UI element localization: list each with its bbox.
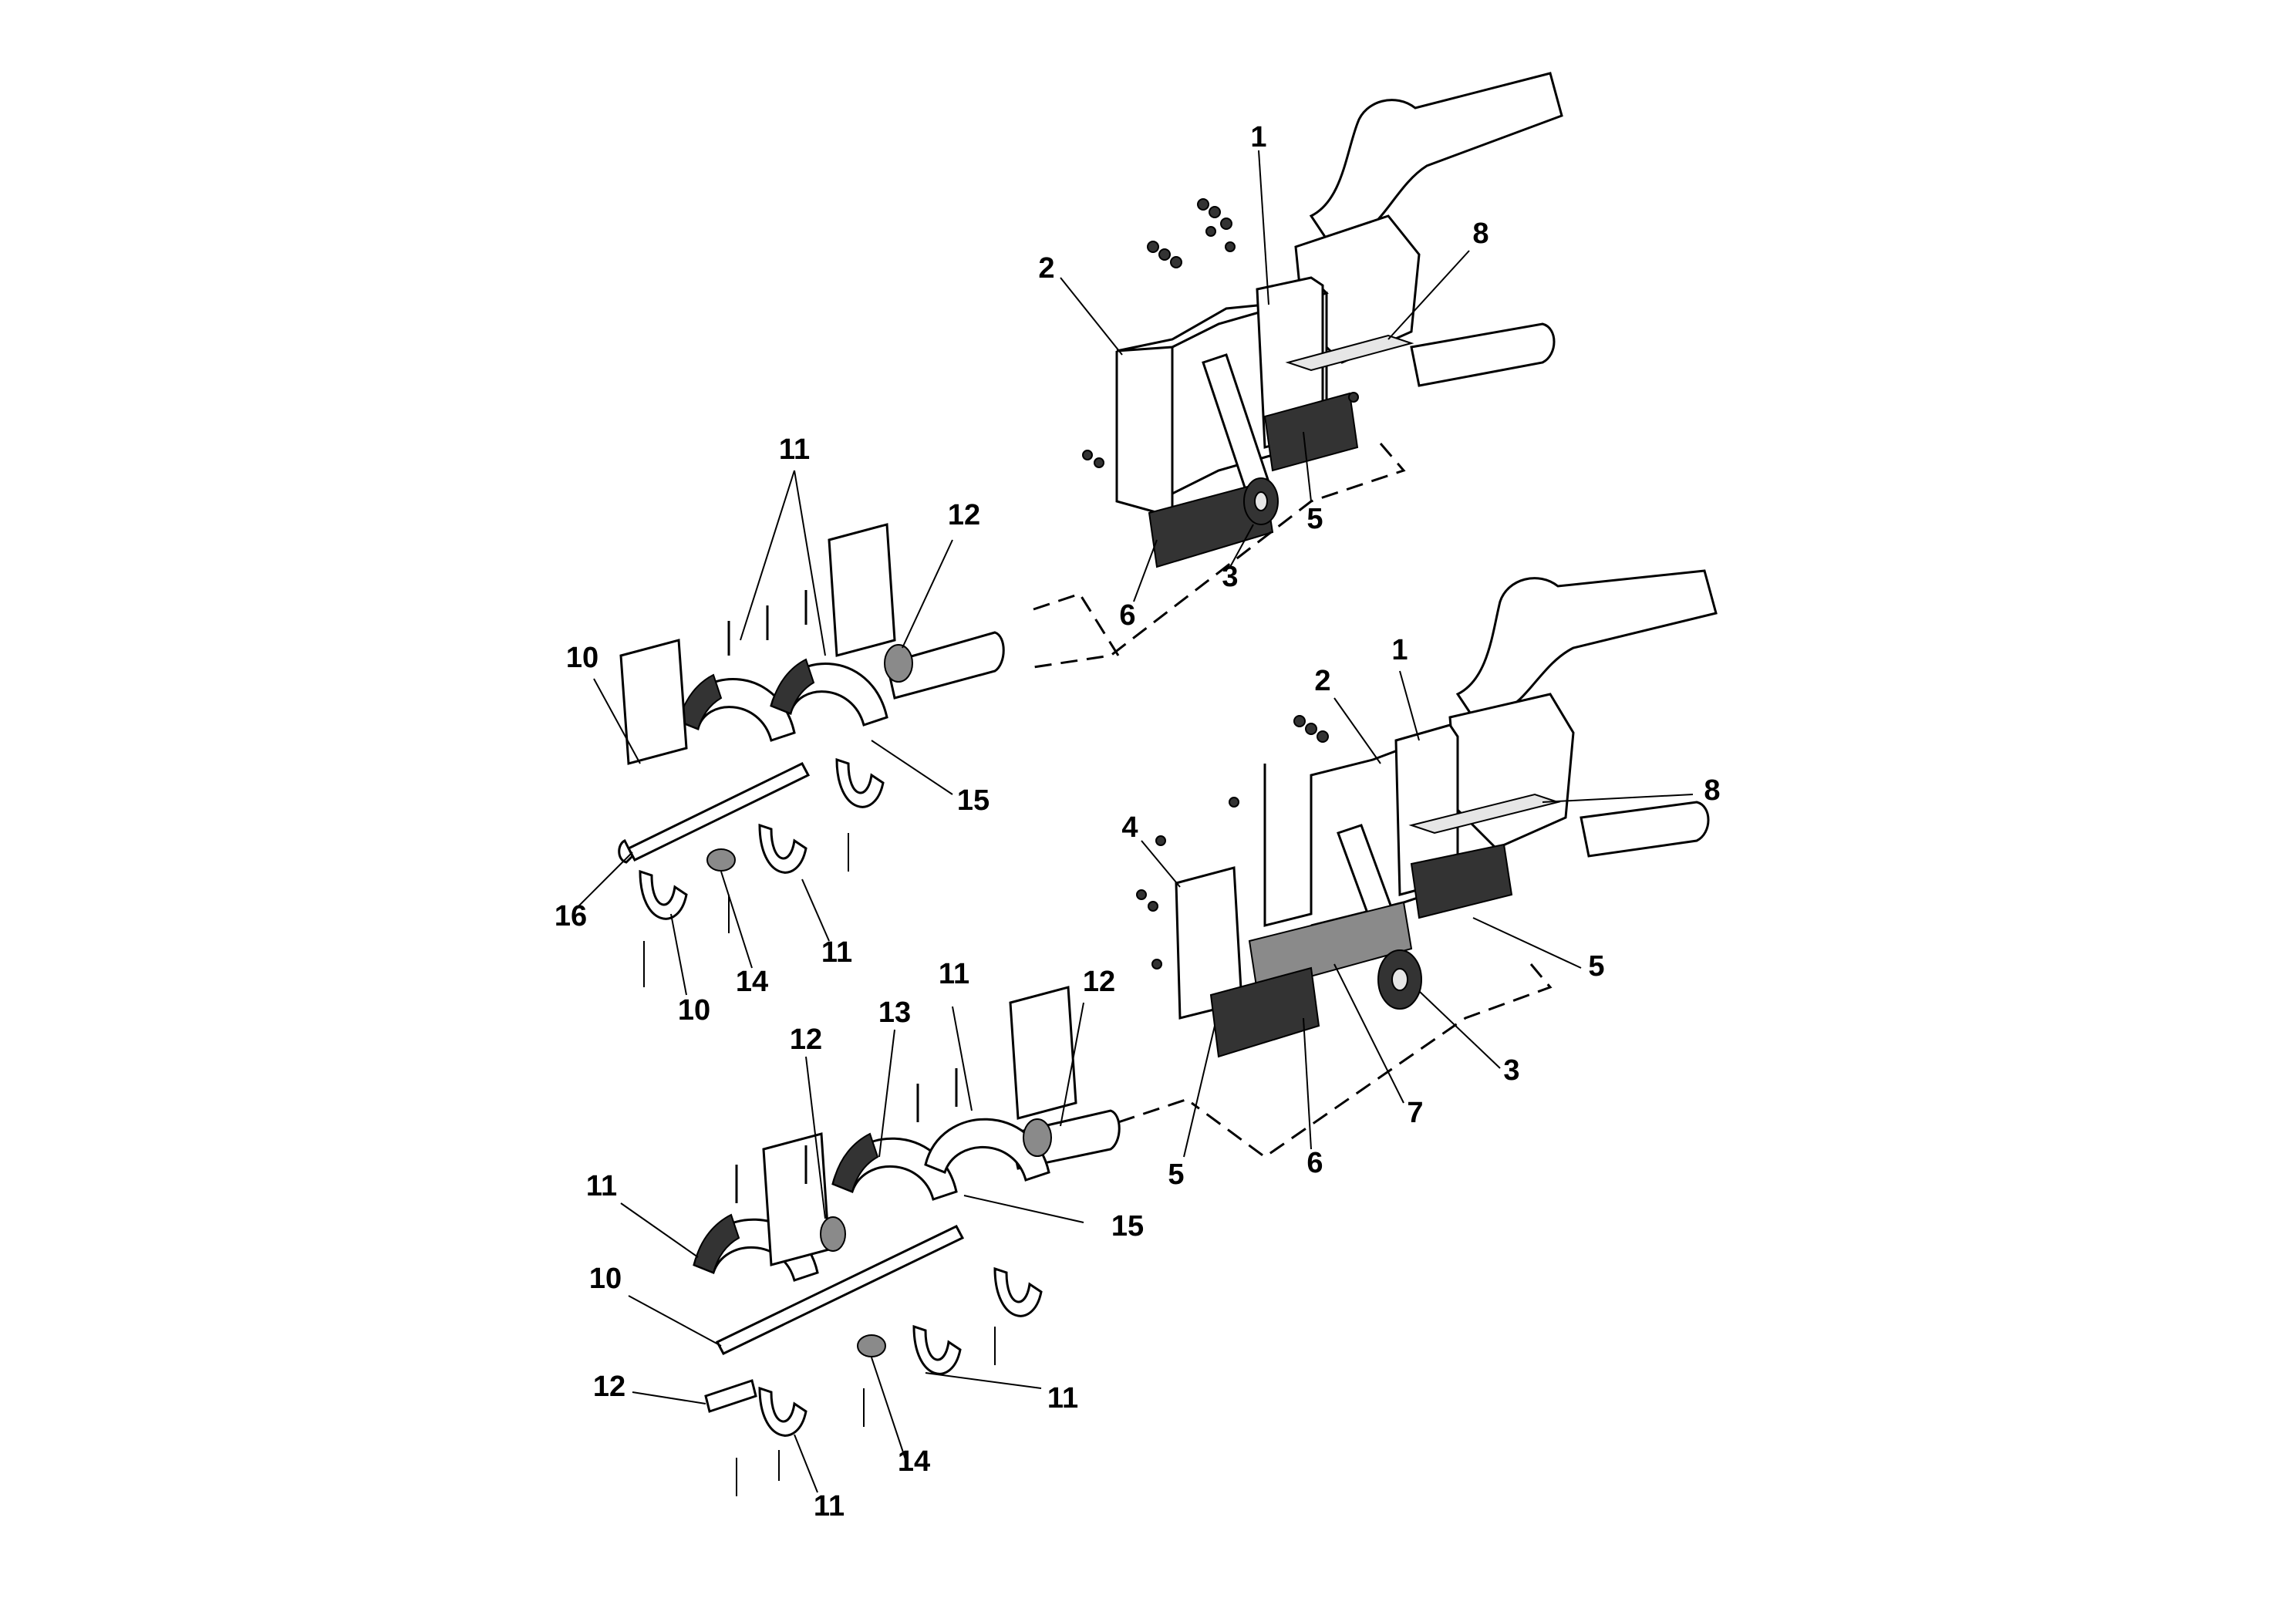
callout-lower-6: 6	[1306, 1147, 1323, 1179]
lower-auger-flight-2-shade	[831, 1132, 879, 1193]
callout-lower-auger-13: 13	[878, 996, 911, 1029]
callout-upper-auger-15: 15	[957, 784, 990, 817]
lower-auger-u-clamp-1	[758, 1386, 807, 1437]
lower-block-1	[1394, 723, 1459, 896]
upper-auger-bushing-12	[884, 644, 913, 683]
upper-lift-arm	[1309, 72, 1563, 241]
upper-auger-u-clamp-3	[835, 757, 885, 808]
lower-auger-dashed-link	[1118, 1098, 1188, 1124]
callout-upper-auger-11: 11	[779, 433, 810, 466]
upper-auger-bolts	[643, 590, 849, 987]
callout-upper-auger-11b: 11	[821, 936, 852, 969]
upper-auger-assembly	[618, 523, 1120, 987]
callout-lower-auger-11c: 11	[1047, 1382, 1078, 1415]
lower-auger-assembly	[693, 986, 1188, 1496]
upper-auger-flight-1-shade	[677, 673, 723, 730]
callout-upper-auger-16: 16	[555, 900, 587, 932]
callout-lower-auger-12b: 12	[790, 1023, 822, 1056]
upper-dashed-link	[1033, 443, 1406, 669]
callout-lower-8: 8	[1704, 774, 1720, 807]
callout-lower-auger-11b: 11	[586, 1170, 617, 1202]
leader-lines	[578, 150, 1694, 1493]
upper-auger-coupler-14	[706, 848, 736, 872]
upper-auger-dashed-link	[1033, 592, 1120, 656]
lower-auger-flight-1-shade	[693, 1213, 740, 1274]
lower-auger-u-clamp-3	[993, 1266, 1043, 1317]
upper-pivot-tube	[1410, 322, 1556, 387]
lower-auger-coupler-14	[857, 1334, 886, 1357]
upper-auger-shaft	[626, 762, 811, 862]
callout-upper-3: 3	[1222, 561, 1238, 593]
callout-lower-2: 2	[1314, 665, 1330, 697]
lower-scraper-plate-5a	[1410, 843, 1513, 919]
callout-lower-auger-12c: 12	[593, 1371, 625, 1403]
upper-frame-assembly	[1033, 72, 1563, 669]
callout-lower-7: 7	[1407, 1097, 1423, 1129]
callout-upper-6: 6	[1119, 599, 1135, 632]
callout-lower-4: 4	[1121, 811, 1138, 844]
upper-auger-bracket-10	[619, 639, 688, 765]
lower-auger-bracket-13	[762, 1132, 831, 1266]
callout-lower-5a: 5	[1588, 950, 1604, 983]
upper-gauge-wheel-hub	[1254, 491, 1268, 511]
callout-lower-auger-14: 14	[898, 1445, 930, 1478]
callout-lower-3: 3	[1503, 1054, 1519, 1087]
lower-scraper-plate-6	[1209, 966, 1320, 1058]
callout-upper-2: 2	[1038, 252, 1054, 285]
lower-auger-bushing-12b	[820, 1216, 846, 1252]
lower-auger-bracket-12	[1009, 986, 1077, 1120]
callout-upper-auger-10: 10	[566, 642, 598, 674]
callout-upper-1: 1	[1250, 121, 1266, 153]
lower-auger-flight-3	[924, 1118, 1050, 1182]
lower-scraper-plate-7	[1248, 901, 1413, 993]
callout-lower-auger-12a: 12	[1083, 966, 1115, 998]
callout-upper-auger-14: 14	[736, 966, 768, 998]
upper-auger-u-clamp-2	[758, 823, 807, 874]
callout-upper-8: 8	[1472, 218, 1489, 250]
upper-angle-bracket	[1285, 334, 1414, 372]
callout-lower-auger-15: 15	[1111, 1210, 1144, 1243]
lower-gauge-wheel-hub	[1391, 968, 1408, 991]
callout-lower-auger-10: 10	[589, 1263, 622, 1295]
lower-auger-bushing-12	[1023, 1118, 1052, 1157]
lower-hardware-bolts	[1136, 715, 1329, 969]
lower-dashed-link	[1191, 963, 1553, 1158]
callout-lower-auger-11d: 11	[814, 1490, 845, 1523]
callout-upper-5: 5	[1306, 503, 1323, 535]
lower-angle-bracket-8	[1408, 793, 1561, 835]
callout-lower-auger-11: 11	[939, 958, 969, 990]
upper-auger-shaft-end	[618, 838, 634, 864]
upper-auger-tube	[885, 631, 1005, 700]
lower-auger-end-clip-12	[704, 1379, 757, 1413]
lower-lift-arm	[1455, 569, 1718, 719]
callout-lower-5b: 5	[1168, 1158, 1184, 1191]
upper-scraper-plate-5	[1263, 392, 1359, 472]
lower-pivot-tube	[1580, 801, 1710, 858]
upper-auger-flight-2-shade	[770, 658, 815, 715]
callout-upper-auger-10b: 10	[678, 994, 710, 1027]
upper-auger-bracket-12	[828, 523, 896, 657]
lower-auger-bolts	[735, 1068, 996, 1496]
callout-labels: 1 2 8 5 3 6 1 2 8 4 5 3 7 6 5 11 12 10 1…	[555, 121, 1721, 1523]
lower-auger-u-clamp-2	[912, 1324, 962, 1375]
lower-frame-assembly	[1136, 569, 1718, 1158]
upper-auger-u-clamp-1	[639, 869, 688, 920]
callout-upper-auger-12: 12	[948, 499, 980, 531]
upper-hardware-bolts	[1082, 198, 1359, 468]
lower-auger-shaft	[715, 1225, 965, 1355]
callout-lower-1: 1	[1391, 634, 1408, 666]
